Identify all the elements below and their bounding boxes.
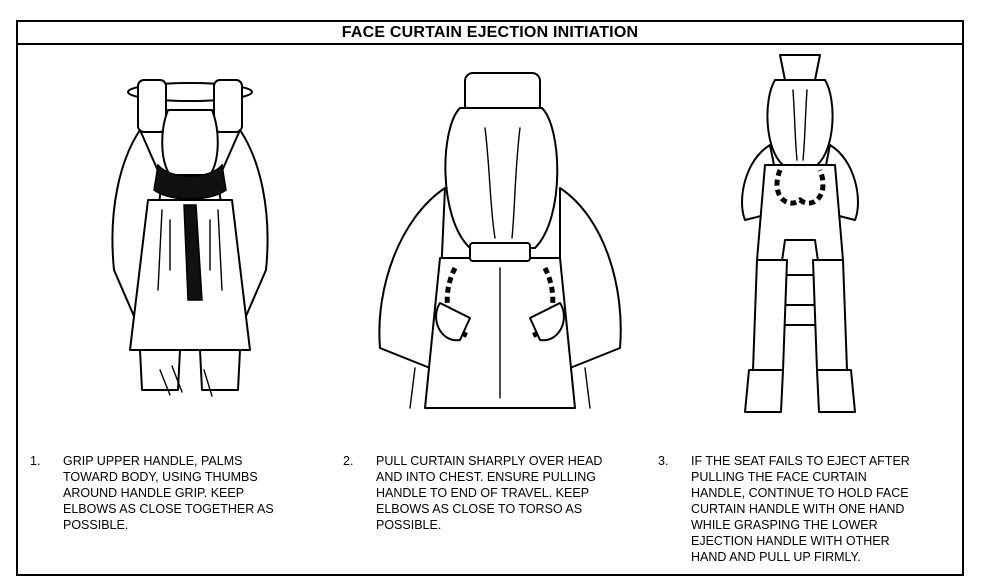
illustration-pull-curtain	[378, 72, 622, 409]
illustration-grip-upper-handle	[111, 79, 269, 397]
step-text: GRIP UPPER HANDLE, PALMS TOWARD BODY, US…	[63, 454, 274, 532]
step-number: 3.	[658, 454, 669, 468]
step-number: 1.	[30, 454, 41, 468]
step-text: PULL CURTAIN SHARPLY OVER HEAD AND INTO …	[376, 454, 603, 532]
page-title: FACE CURTAIN EJECTION INITIATION	[16, 20, 964, 45]
illustration-lower-handle	[741, 54, 859, 413]
step-text: IF THE SEAT FAILS TO EJECT AFTER PULLING…	[691, 454, 910, 564]
bottom-rule	[16, 574, 964, 576]
step-number: 2.	[343, 454, 354, 468]
